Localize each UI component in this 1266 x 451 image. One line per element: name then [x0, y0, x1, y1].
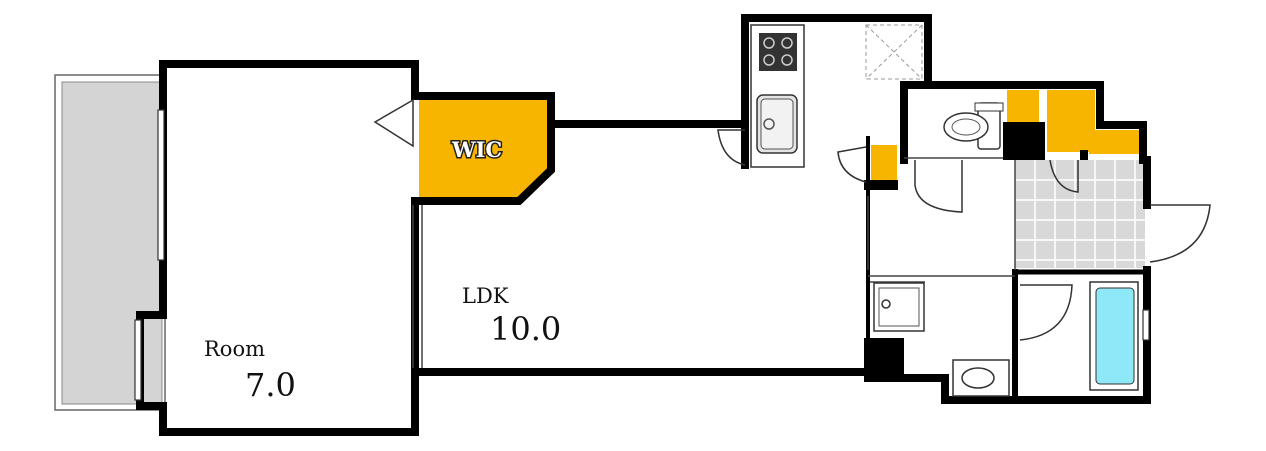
storage-areas: [419, 90, 1143, 201]
wic-area: [419, 96, 551, 201]
pillars: [864, 122, 1088, 376]
shoe-closet-door: [837, 146, 867, 183]
balcony: [54, 74, 166, 411]
washbasin-icon: [952, 359, 1010, 397]
sink-icon: [756, 94, 798, 154]
fridge-space: [865, 24, 923, 80]
walls: [136, 14, 1151, 436]
kitchen-counter: [750, 24, 805, 168]
kitchen-door: [717, 129, 746, 166]
closet-toilet: [1007, 90, 1039, 122]
ldk-label: LDK: [462, 284, 509, 308]
ldk-size: 10.0: [490, 310, 561, 348]
stove-icon: [759, 33, 797, 71]
shoe-closet: [871, 145, 897, 181]
entrance-floor: [1015, 160, 1145, 268]
room-label: Room: [204, 337, 265, 361]
entrance-door: [1149, 204, 1211, 263]
interior-lines: [412, 157, 1016, 368]
room-door: [373, 98, 414, 148]
bathtub-icon: [1089, 281, 1139, 391]
toilet-door: [914, 160, 963, 213]
room-size: 7.0: [245, 366, 296, 404]
toilet-icon: [943, 102, 1004, 150]
wic-label: WIC: [451, 137, 502, 162]
doors: [373, 98, 1211, 341]
closet-door: [1049, 159, 1079, 193]
washing-machine-icon: [873, 282, 925, 332]
bathroom-door: [1019, 284, 1073, 341]
closet-small: [1089, 130, 1143, 154]
closet-right: [1047, 90, 1095, 152]
windows: [134, 109, 1150, 401]
